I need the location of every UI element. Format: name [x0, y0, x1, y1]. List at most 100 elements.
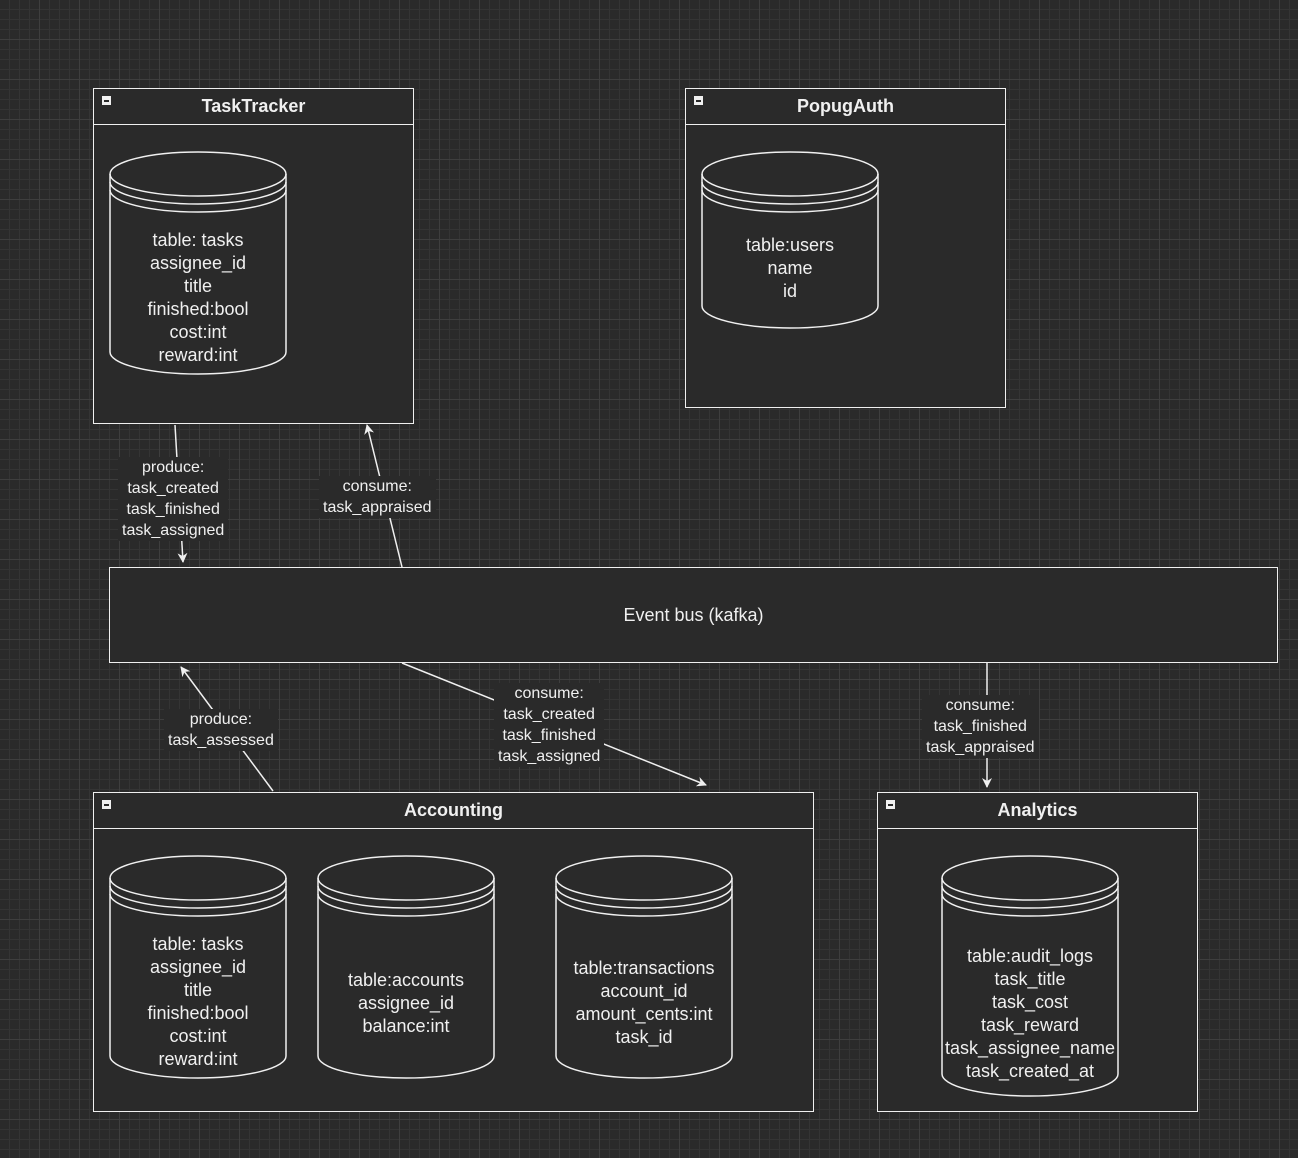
edge-label-tt-consume[interactable]: consume: task_appraised	[319, 476, 436, 518]
edge-label-an-consume[interactable]: consume: task_finished task_appraised	[922, 695, 1039, 758]
users-database[interactable]: table:users name id	[701, 151, 879, 329]
cylinder-ring	[109, 189, 287, 213]
db-line: task_title	[994, 969, 1066, 989]
cylinder-ring	[109, 877, 287, 901]
db-line: amount_cents:int	[575, 1004, 713, 1024]
db-line: assignee_id	[149, 253, 247, 273]
db-line: account_id	[600, 981, 688, 1001]
edge-label-line: task_created	[127, 480, 219, 497]
collapse-icon[interactable]	[885, 799, 896, 810]
collapse-icon[interactable]	[693, 95, 704, 106]
analytics-header[interactable]: Analytics	[878, 793, 1197, 829]
tasktracker-header[interactable]: TaskTracker	[94, 89, 413, 125]
cylinder-ring	[109, 885, 287, 909]
cylinder-ring	[555, 885, 733, 909]
edge-label-acc-produce[interactable]: produce: task_assessed	[164, 709, 278, 751]
cylinder-ring	[317, 877, 495, 901]
edge-label-line: produce:	[142, 459, 205, 476]
cylinder-ring	[555, 893, 733, 917]
db-line: table:transactions	[573, 958, 715, 978]
edge-label-line: consume:	[514, 685, 584, 702]
edge-label-line: task_finished	[502, 727, 596, 744]
container-title: Analytics	[997, 800, 1078, 820]
db-line: id	[782, 281, 797, 301]
cylinder-shape	[941, 855, 1119, 1097]
edge-label-tt-produce[interactable]: produce: task_created task_finished task…	[118, 457, 229, 541]
edge-label-line: task_assigned	[498, 748, 601, 765]
cylinder-ring	[317, 885, 495, 909]
cylinder-shape	[555, 855, 733, 1079]
collapse-icon[interactable]	[101, 95, 112, 106]
db-line: assignee_id	[149, 957, 247, 977]
db-line: task_created_at	[965, 1061, 1095, 1081]
db-line: title	[183, 980, 212, 1000]
tasks-database[interactable]: table: tasks assignee_id title finished:…	[109, 151, 287, 375]
edge-label-line: consume:	[945, 697, 1015, 714]
edge-label-acc-consume[interactable]: consume: task_created task_finished task…	[494, 683, 605, 767]
db-line: cost:int	[169, 1026, 227, 1046]
db-line: name	[767, 258, 813, 278]
cylinder-body	[109, 855, 287, 1079]
edge-label-line: task_finished	[933, 718, 1027, 735]
db-line: reward:int	[158, 345, 238, 365]
audit-logs-database[interactable]: table:audit_logs task_title task_cost ta…	[941, 855, 1119, 1097]
db-line: task_assignee_name	[944, 1038, 1116, 1058]
db-line: table:users	[745, 235, 835, 255]
edge-label-line: produce:	[189, 711, 253, 728]
popugauth-header[interactable]: PopugAuth	[686, 89, 1005, 125]
db-line: task_cost	[991, 992, 1069, 1012]
cylinder-ring	[555, 877, 733, 901]
edge-label-line: task_appraised	[926, 739, 1035, 756]
db-line: table:accounts	[347, 970, 465, 990]
cylinder-shape	[317, 855, 495, 1079]
container-title: TaskTracker	[201, 96, 306, 116]
container-title: PopugAuth	[797, 96, 894, 116]
collapse-icon[interactable]	[101, 799, 112, 810]
db-line: title	[183, 276, 212, 296]
db-line: task_reward	[980, 1015, 1080, 1035]
accounts-database[interactable]: table:accounts assignee_id balance:int	[317, 855, 495, 1079]
cylinder-body	[317, 855, 495, 1079]
edge-label-line: task_assigned	[122, 522, 225, 539]
event-bus[interactable]: Event bus (kafka)	[109, 567, 1278, 663]
popugauth-container[interactable]: PopugAuth table:users name id	[685, 88, 1006, 408]
cylinder-ring	[109, 181, 287, 205]
cylinder-body	[941, 855, 1119, 1097]
edge-label-line: task_assessed	[168, 732, 274, 749]
cylinder-ring	[109, 893, 287, 917]
cylinder-body	[555, 855, 733, 1079]
cylinder-ring	[701, 189, 879, 213]
cylinder-ring	[317, 893, 495, 917]
event-bus-label: Event bus (kafka)	[623, 604, 764, 625]
db-line: finished:bool	[147, 1003, 249, 1023]
db-line: table:audit_logs	[966, 946, 1094, 966]
accounting-header[interactable]: Accounting	[94, 793, 813, 829]
cylinder-ring	[109, 173, 287, 197]
analytics-container[interactable]: Analytics table:audit_logs task_title ta…	[877, 792, 1198, 1112]
db-line: balance:int	[362, 1016, 450, 1036]
tasktracker-container[interactable]: TaskTracker table: tasks assignee_id tit…	[93, 88, 414, 424]
tasks-database[interactable]: table: tasks assignee_id title finished:…	[109, 855, 287, 1079]
cylinder-ring	[701, 173, 879, 197]
cylinder-body	[109, 151, 287, 375]
db-line: table: tasks	[152, 934, 244, 954]
edge-label-line: task_finished	[126, 501, 220, 518]
cylinder-ring	[701, 181, 879, 205]
cylinder-shape	[109, 855, 287, 1079]
db-line: cost:int	[169, 322, 227, 342]
db-line: finished:bool	[147, 299, 249, 319]
db-line: assignee_id	[357, 993, 455, 1013]
container-title: Accounting	[404, 800, 503, 820]
edge-label-line: consume:	[342, 478, 412, 495]
cylinder-shape	[109, 151, 287, 375]
cylinder-shape	[701, 151, 879, 329]
cylinder-ring	[941, 885, 1119, 909]
cylinder-ring	[941, 893, 1119, 917]
transactions-database[interactable]: table:transactions account_id amount_cen…	[555, 855, 733, 1079]
db-line: task_id	[615, 1027, 673, 1047]
db-line: table: tasks	[152, 230, 244, 250]
edge-label-line: task_appraised	[323, 499, 432, 516]
cylinder-body	[701, 151, 879, 329]
accounting-container[interactable]: Accounting table: tasks assignee_id titl…	[93, 792, 814, 1112]
